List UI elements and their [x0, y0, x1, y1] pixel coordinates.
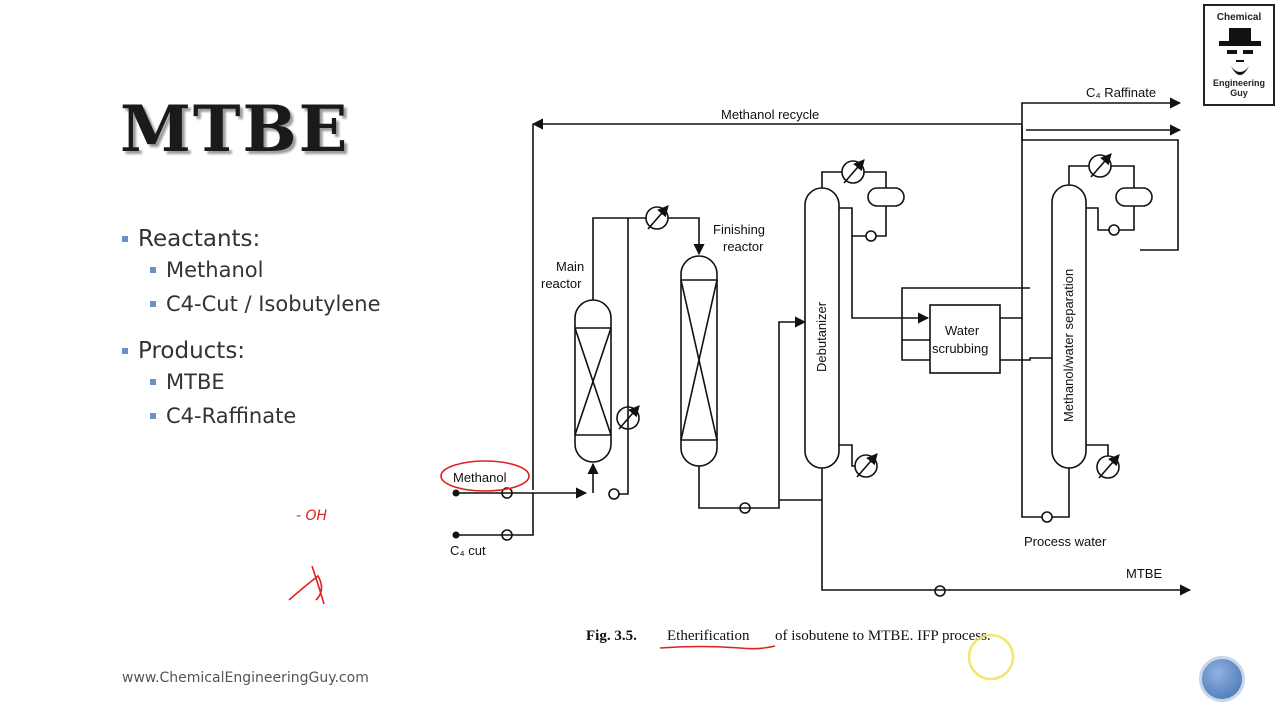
finishing-inlet-line	[668, 217, 705, 256]
water-scrubbing-label-2: scrubbing	[932, 341, 988, 356]
bullet-marker	[150, 379, 156, 385]
heat-exchanger-icon	[841, 159, 865, 184]
condenser-line	[864, 171, 887, 188]
main-reactor	[574, 299, 612, 463]
raffinate-loop	[1021, 126, 1179, 251]
separation-label: Methanol/water separation	[1061, 269, 1076, 422]
bullet-marker	[150, 413, 156, 419]
product-item: MTBE	[150, 370, 452, 394]
debutanizer-feed-line	[698, 316, 807, 509]
slide-nav-button[interactable]	[1199, 656, 1245, 702]
heat-exchanger-icon	[1096, 454, 1120, 479]
heat-exchanger-icon	[854, 453, 878, 478]
sep-overhead	[1068, 165, 1089, 185]
c4-cut-label: C₄ cut	[450, 543, 486, 558]
scrubber-overhead	[1000, 124, 1023, 319]
sep-drum-out	[1119, 206, 1135, 231]
drum-outlet	[876, 206, 887, 237]
bullet-marker	[122, 236, 128, 242]
sep-bottoms	[1052, 468, 1070, 518]
slide-title: MTBE	[120, 92, 350, 167]
sep-reflux	[1086, 207, 1109, 231]
caption-highlight: Etherification	[667, 628, 750, 644]
bullet-marker	[122, 348, 128, 354]
caption-prefix: Fig. 3.5.	[586, 628, 637, 644]
main-reactor-label: Main	[556, 259, 584, 274]
feed-point	[452, 531, 460, 539]
footer-url[interactable]: www.ChemicalEngineeringGuy.com	[122, 670, 369, 686]
reactant-item: Methanol	[150, 258, 452, 282]
finishing-reactor	[680, 255, 718, 467]
sep-reboiler	[1086, 444, 1109, 456]
reactant-label: Methanol	[166, 258, 264, 282]
reactants-item: Reactants:	[122, 226, 452, 252]
bullet-list: Reactants: Methanol C4-Cut / Isobutylene…	[122, 226, 452, 438]
c4-feed-line	[456, 493, 534, 536]
methanol-highlight-ellipse	[440, 460, 530, 492]
scrubber-bottom-line	[901, 340, 930, 361]
sep-condenser	[1111, 165, 1135, 188]
pump-icon	[1108, 224, 1120, 236]
reflux-drum	[867, 187, 905, 207]
bullet-marker	[150, 301, 156, 307]
water-scrubbing-unit	[929, 304, 1001, 374]
pump-icon	[865, 230, 877, 242]
raffinate-line	[1021, 97, 1182, 124]
pump-icon	[1041, 511, 1053, 523]
water-scrubbing-label: Water	[945, 323, 980, 338]
methanol-feed-label: Methanol	[453, 470, 507, 485]
product-item: C4-Raffinate	[150, 404, 452, 428]
reactants-heading: Reactants:	[138, 226, 261, 252]
to-separation-line	[1000, 357, 1052, 361]
heat-exchanger-icon	[645, 205, 669, 230]
finishing-reactor-label: Finishing	[713, 222, 765, 237]
reactor-outlet-line	[592, 217, 646, 300]
handwritten-scribble	[288, 565, 325, 605]
logo-line-2: Engineering Guy	[1212, 78, 1265, 98]
caption-underline	[659, 645, 776, 650]
cursor-ring	[967, 633, 1015, 681]
feed-point	[452, 489, 460, 497]
reflux-drum	[1115, 187, 1153, 207]
c4-raffinate-label: C₄ Raffinate	[1086, 85, 1156, 100]
product-label: C4-Raffinate	[166, 404, 297, 428]
water-recycle-line	[1021, 318, 1042, 518]
logo-line-1: Chemical	[1216, 12, 1262, 23]
mtbe-product-label: MTBE	[1126, 566, 1162, 581]
pump-icon	[934, 585, 946, 597]
methanol-recycle-label: Methanol recycle	[721, 107, 819, 122]
recycle-loop-line	[619, 218, 629, 495]
reactant-item: C4-Cut / Isobutylene	[150, 292, 452, 316]
products-heading: Products:	[138, 338, 246, 364]
reflux-line	[839, 207, 866, 237]
brand-logo: Chemical Engineering Guy	[1203, 4, 1275, 106]
mtbe-product-line	[821, 468, 1192, 596]
products-item: Products:	[122, 338, 452, 364]
handwritten-note: - OH	[296, 508, 328, 524]
pump-icon	[608, 488, 620, 500]
overhead-line	[821, 171, 842, 188]
reboiler-line	[839, 444, 855, 467]
caption-rest: of isobutene to MTBE. IFP process.	[775, 628, 991, 644]
hat-man-icon	[1219, 28, 1261, 75]
process-water-label: Process water	[1024, 534, 1107, 549]
debutanizer-label: Debutanizer	[814, 301, 829, 372]
to-scrubber-line	[851, 236, 930, 324]
finishing-reactor-label-2: reactor	[723, 239, 764, 254]
figure-caption: Fig. 3.5. Etherification of isobutene to…	[586, 628, 991, 644]
main-reactor-label-2: reactor	[541, 276, 582, 291]
heat-exchanger-icon	[1088, 153, 1112, 178]
product-label: MTBE	[166, 370, 225, 394]
scrubber-side-line	[901, 287, 1030, 341]
reactant-label: C4-Cut / Isobutylene	[166, 292, 381, 316]
bullet-marker	[150, 267, 156, 273]
